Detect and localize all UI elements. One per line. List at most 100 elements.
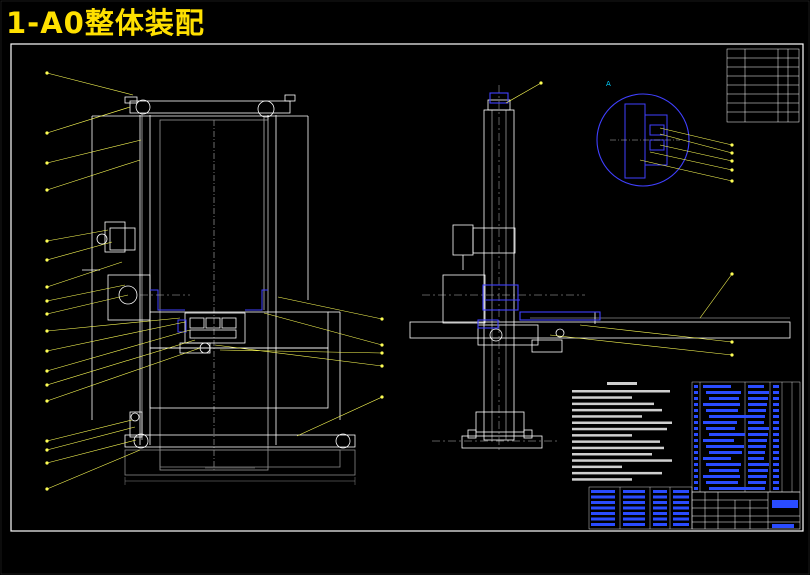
lower-table-cell	[623, 501, 645, 504]
notes-line	[572, 446, 664, 450]
notes-line	[572, 402, 654, 406]
parts-table-cell	[706, 427, 735, 430]
parts-table-cell	[706, 445, 744, 448]
lower-table-cell	[591, 490, 615, 493]
lower-table-cell	[653, 523, 667, 526]
lower-table-cell	[591, 501, 615, 504]
parts-table-cell	[709, 415, 748, 418]
detail-view: A	[596, 80, 690, 187]
parts-table-cell	[748, 433, 768, 436]
lower-table-cell	[653, 501, 667, 504]
parts-table-cell	[706, 391, 741, 394]
parts-table-cell	[773, 385, 779, 388]
parts-table-cell	[694, 409, 698, 412]
lower-table-cell	[673, 517, 689, 521]
parts-table-cell	[748, 475, 767, 478]
notes-line	[572, 453, 652, 456]
parts-table-cell	[694, 397, 698, 400]
title-block	[691, 491, 801, 530]
lower-table-cell	[623, 506, 645, 510]
parts-table-cell	[748, 439, 767, 442]
parts-table-cell	[694, 463, 698, 466]
lower-table-cell	[623, 517, 645, 521]
notes-line	[572, 408, 662, 412]
parts-table-cell	[773, 463, 779, 466]
parts-table-cell	[773, 403, 779, 406]
lower-table-cell	[673, 495, 689, 499]
parts-table-cell	[703, 385, 731, 388]
technical-notes	[572, 382, 672, 481]
parts-table-cell	[748, 451, 765, 454]
parts-table-cell	[773, 475, 779, 478]
parts-table-cell	[773, 421, 779, 424]
parts-table-cell	[694, 433, 698, 436]
drawing-border	[10, 43, 804, 532]
drawing-title: 1-A0整体装配	[6, 6, 205, 40]
parts-table-cell	[694, 427, 698, 430]
parts-table-cell	[748, 445, 766, 448]
parts-table-cell	[773, 481, 779, 484]
parts-table-cell	[773, 427, 779, 430]
notes-line	[572, 390, 670, 393]
lower-table-cell	[673, 501, 689, 504]
parts-table-cell	[773, 445, 779, 448]
side-view-blue-parts	[477, 92, 601, 329]
parts-table-cell	[709, 487, 748, 490]
lower-table-cell	[591, 512, 615, 515]
parts-table-cell	[748, 415, 765, 418]
lower-table-cell	[591, 506, 615, 510]
lower-table-cell	[623, 490, 645, 493]
lower-table-cell	[591, 523, 615, 526]
parts-table-cell	[694, 469, 698, 472]
lower-table-cell	[623, 495, 645, 499]
notes-line	[572, 427, 667, 431]
parts-table-cell	[773, 487, 779, 490]
parts-table-cell	[748, 409, 766, 412]
parts-table-cell	[694, 451, 698, 454]
lower-table-cell	[623, 523, 645, 526]
lower-table-cell	[673, 523, 689, 526]
notes-line	[572, 471, 662, 475]
side-view	[409, 99, 791, 449]
revision-table	[726, 48, 800, 123]
parts-table-cell	[694, 421, 698, 424]
parts-table-cell	[748, 403, 767, 406]
parts-table-cell	[709, 469, 739, 472]
parts-table-cell	[748, 469, 768, 472]
parts-table-cell	[709, 433, 745, 436]
side-view-centerlines	[140, 85, 585, 452]
parts-table-cell	[706, 409, 738, 412]
notes-line	[572, 459, 672, 462]
parts-table-cell	[709, 451, 742, 454]
parts-table-cell	[748, 391, 769, 394]
parts-table-cell	[773, 433, 779, 436]
front-view-leaders	[45, 71, 384, 491]
parts-table-cell	[694, 391, 698, 394]
parts-table-cell	[703, 403, 740, 406]
detail-view-leaders	[639, 127, 734, 183]
parts-table-cell	[773, 469, 779, 472]
parts-table-cell	[706, 481, 738, 484]
parts-table-cell	[694, 445, 698, 448]
notes-line	[572, 434, 632, 437]
parts-table-cell	[748, 463, 769, 466]
notes-line	[572, 396, 632, 399]
parts-table-cell	[748, 427, 769, 430]
parts-table-cell	[773, 457, 779, 460]
parts-table-cell	[694, 385, 698, 388]
parts-table-cell	[703, 421, 737, 424]
lower-table-cell	[653, 495, 667, 499]
parts-table-cell	[706, 463, 741, 466]
parts-table-cell	[773, 391, 779, 394]
parts-table-cell	[748, 457, 764, 460]
parts-table-cell	[703, 439, 734, 442]
parts-table-cell	[694, 481, 698, 484]
parts-table-cell	[694, 475, 698, 478]
lower-table-cell	[653, 506, 667, 510]
parts-table-cell	[694, 457, 698, 460]
parts-table-cell	[773, 409, 779, 412]
parts-table-cell	[709, 397, 739, 400]
parts-table-cell	[773, 451, 779, 454]
